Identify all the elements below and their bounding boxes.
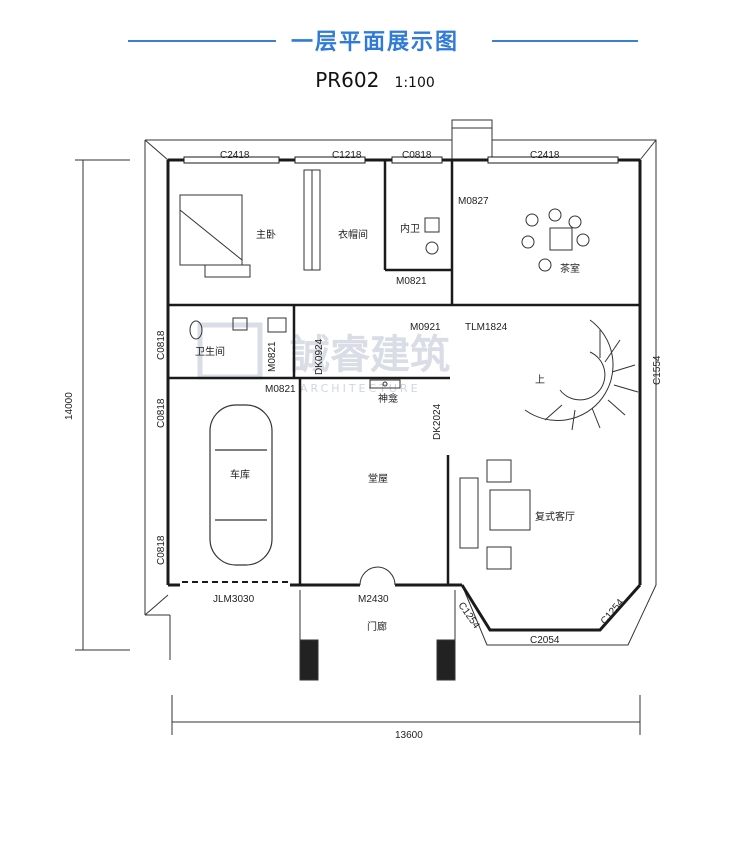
room-bathroom: 卫生间 — [195, 345, 225, 358]
room-duplex-living: 复式客厅 — [535, 510, 575, 523]
car-icon — [209, 404, 273, 566]
opening-m0827: M0827 — [458, 196, 489, 207]
chimney — [451, 119, 493, 161]
roof-outline — [144, 139, 657, 646]
opening-c0818-l2: C0818 — [156, 398, 167, 428]
room-porch: 门廊 — [367, 620, 387, 633]
porch — [169, 590, 456, 681]
opening-c1254-a: C1254 — [456, 600, 482, 631]
opening-c2054: C2054 — [530, 635, 560, 646]
tea-set-icon — [521, 208, 590, 272]
toilet-icon — [189, 217, 440, 340]
top-windows — [183, 156, 619, 164]
opening-tlm1824: TLM1824 — [465, 322, 508, 333]
opening-c1254-b: C1254 — [599, 597, 627, 627]
page-title: 一层平面展示图 — [290, 30, 459, 55]
opening-c1218: C1218 — [332, 150, 362, 161]
plan-code: PR602 — [315, 68, 380, 92]
overall-height-label: 14000 — [64, 392, 75, 420]
dimension-lines — [75, 159, 641, 735]
plan-scale: 1:100 — [394, 75, 435, 91]
title-rule-right — [492, 40, 638, 42]
opening-m0921: M0921 — [410, 322, 441, 333]
title-bar: 一层平面展示图 — [0, 22, 750, 58]
wardrobe-rack — [303, 169, 321, 271]
opening-c2418-a: C2418 — [220, 150, 250, 161]
opening-c0818-top: C0818 — [402, 150, 432, 161]
interior-walls — [168, 160, 640, 585]
opening-c1554: C1554 — [652, 355, 663, 385]
watermark-sub: ARCHITECTURE — [300, 382, 421, 395]
opening-jlm3030: JLM3030 — [213, 594, 255, 605]
stair-up-label: 上 — [535, 374, 545, 386]
opening-m0821-b: M0821 — [267, 341, 278, 372]
title-rule-left — [128, 40, 276, 42]
opening-c0818-l1: C0818 — [156, 330, 167, 360]
watermark: 誠睿建筑 ARCHITECTURE — [197, 322, 450, 395]
room-cloakroom: 衣帽间 — [338, 228, 368, 241]
room-garage: 车库 — [230, 468, 250, 481]
opening-dk0924: DK0924 — [314, 338, 325, 375]
watermark-text: 誠睿建筑 — [290, 332, 450, 378]
room-shrine: 神龛 — [378, 392, 398, 405]
spiral-stair — [524, 319, 639, 431]
opening-c2418-b: C2418 — [530, 150, 560, 161]
bed-icon — [179, 194, 251, 278]
room-master-bedroom: 主卧 — [256, 228, 276, 241]
opening-m2430: M2430 — [358, 594, 389, 605]
opening-c0818-l3: C0818 — [156, 535, 167, 565]
room-inner-bath: 内卫 — [400, 222, 420, 235]
room-tea: 茶室 — [560, 262, 580, 275]
opening-m0821-a: M0821 — [396, 276, 427, 287]
plan-subtitle: PR602 1:100 — [0, 68, 750, 92]
main-door — [359, 566, 396, 586]
sofa-set-icon — [459, 459, 531, 570]
overall-width-label: 13600 — [395, 730, 423, 741]
room-hall: 堂屋 — [368, 473, 388, 485]
opening-dk2024: DK2024 — [432, 403, 443, 440]
shrine-icon — [369, 379, 401, 389]
opening-m0821-c: M0821 — [265, 384, 296, 395]
